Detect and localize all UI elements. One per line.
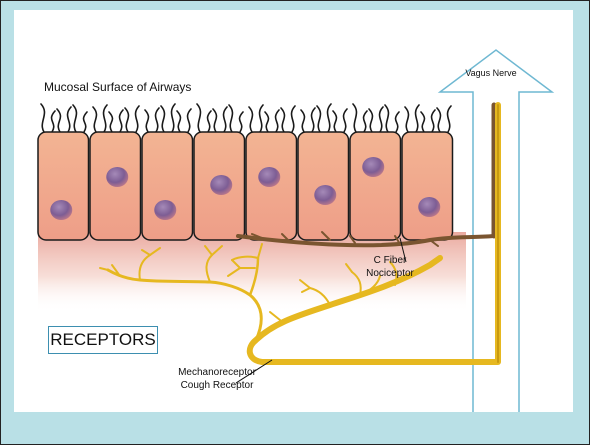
cilium: [136, 106, 139, 132]
cilium: [380, 107, 383, 132]
c-fiber-label-line2: Nociceptor: [360, 267, 420, 280]
cell-nucleus: [154, 200, 176, 220]
cell-nucleus: [418, 197, 440, 217]
cell-nucleus: [258, 167, 280, 187]
c-fiber-label-line1: C Fiber: [360, 254, 420, 267]
cilium: [437, 108, 440, 132]
cilium: [197, 104, 200, 132]
cilium: [177, 111, 180, 132]
cilium: [208, 111, 211, 132]
cilium: [385, 105, 388, 132]
cilium: [276, 110, 279, 132]
cilium: [224, 107, 227, 132]
cilium: [104, 105, 107, 132]
cilium: [229, 105, 232, 132]
cilium: [312, 108, 315, 132]
epithelial-cell: [142, 132, 193, 240]
cilium: [432, 110, 435, 132]
cilium: [188, 109, 191, 132]
cilium: [301, 110, 304, 132]
receptors-legend-box: RECEPTORS: [48, 326, 158, 354]
vagus-nerve-label: Vagus Nerve: [456, 68, 526, 78]
cilium: [93, 107, 96, 132]
cilium: [125, 108, 128, 132]
cilium: [120, 110, 123, 132]
cell-nucleus: [314, 185, 336, 205]
mechano-label-line2: Cough Receptor: [152, 379, 282, 392]
cilium: [161, 106, 164, 132]
cilium: [260, 105, 263, 132]
cilium: [109, 112, 112, 132]
cell-nucleus: [210, 175, 232, 195]
cell-nucleus: [50, 200, 72, 220]
cilium: [421, 112, 424, 132]
epithelial-cell: [402, 132, 453, 240]
cilium: [265, 112, 268, 132]
cilium: [249, 107, 252, 132]
cilium: [156, 108, 159, 132]
mechano-label-line1: Mechanoreceptor: [152, 366, 282, 379]
cilium: [52, 111, 55, 132]
cilium: [73, 105, 76, 132]
cilium: [448, 106, 451, 132]
cell-nucleus: [362, 157, 384, 177]
cilium: [68, 107, 71, 132]
cilium: [57, 109, 60, 132]
diagram-title: Mucosal Surface of Airways: [44, 80, 191, 94]
epithelial-cell: [350, 132, 401, 240]
cilium: [281, 108, 284, 132]
cilium: [416, 105, 419, 132]
cilium: [172, 104, 175, 132]
cilium: [369, 109, 372, 132]
cilium: [328, 104, 331, 132]
cilium: [213, 109, 216, 132]
cilium: [317, 106, 320, 132]
cilium: [333, 111, 336, 132]
cilium: [364, 111, 367, 132]
mechanoreceptor-label: Mechanoreceptor Cough Receptor: [152, 366, 282, 392]
epithelial-cell: [38, 132, 89, 240]
cilium: [240, 112, 243, 132]
c-fiber-label: C Fiber Nociceptor: [360, 254, 420, 280]
cilium: [353, 104, 356, 132]
cilia: [41, 104, 451, 132]
cilium: [145, 110, 148, 132]
cilium: [292, 106, 295, 132]
cilium: [396, 112, 399, 132]
cilium: [405, 107, 408, 132]
cell-nucleus: [106, 167, 128, 187]
cilium: [344, 109, 347, 132]
epithelial-cells: [38, 132, 453, 240]
cilium: [84, 112, 87, 132]
cilium: [41, 104, 44, 132]
